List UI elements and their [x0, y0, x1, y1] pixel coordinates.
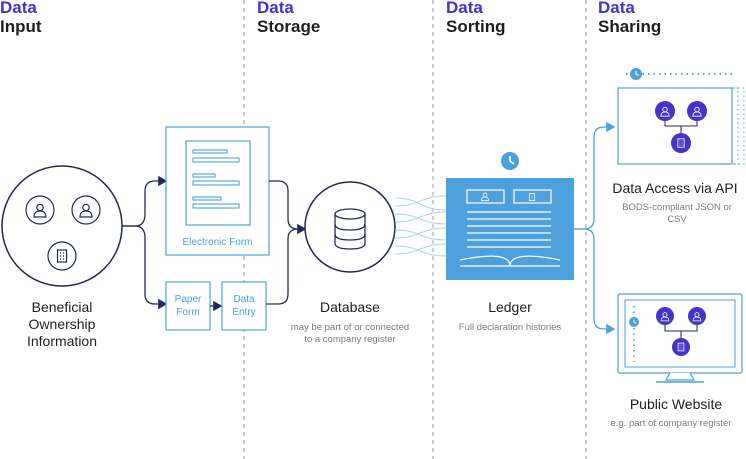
- electronic-form-box: [165, 126, 270, 256]
- electronic-form-label: Electronic Form: [182, 237, 253, 248]
- column-header-line1: Data: [0, 0, 37, 17]
- ledger-title: Ledger: [488, 299, 532, 315]
- person-icon: [687, 101, 707, 121]
- building-icon: [672, 338, 690, 356]
- beneficial-ownership-title: Beneficial Ownership Information: [26, 299, 98, 349]
- database-ledger-connections: [394, 195, 447, 257]
- column-header-line1: Data: [446, 0, 483, 17]
- ledger-note: Full declaration histories: [458, 322, 562, 333]
- website-note: e.g. part of company register: [610, 418, 732, 429]
- person-icon: [655, 101, 675, 121]
- website-panel: [617, 293, 743, 383]
- column-header-input: Data Input: [0, 0, 42, 36]
- ledger-box: [446, 178, 574, 280]
- api-panel: [617, 68, 745, 165]
- data-entry-box: [221, 281, 267, 331]
- column-header-line1: Data: [598, 0, 635, 17]
- clock-icon: [501, 152, 519, 170]
- input-arrows: [122, 175, 168, 310]
- website-title: Public Website: [629, 396, 723, 412]
- monitor-stand: [664, 372, 696, 381]
- column-header-sorting: Data Sorting: [446, 0, 506, 36]
- person-icon: [688, 307, 706, 325]
- database-title: Database: [320, 299, 380, 315]
- api-note: BODS-compliant JSON or CSV: [622, 202, 732, 225]
- database-note: may be part of or connected to a company…: [290, 322, 410, 345]
- column-header-line2: Storage: [257, 17, 321, 36]
- person-icon: [71, 195, 101, 225]
- building-icon: [671, 133, 691, 153]
- building-icon: [47, 241, 77, 271]
- sharing-arrows: [574, 121, 616, 335]
- paper-form-label: Paper Form: [174, 294, 202, 318]
- api-title: Data Access via API: [612, 180, 738, 196]
- person-icon: [656, 307, 674, 325]
- beneficial-ownership-circle: [1, 165, 123, 287]
- column-header-line2: Sorting: [446, 17, 506, 36]
- person-icon: [25, 195, 55, 225]
- column-header-line1: Data: [257, 0, 294, 17]
- storage-arrows: [266, 180, 307, 305]
- column-header-sharing: Data Sharing: [598, 0, 661, 36]
- column-header-storage: Data Storage: [257, 0, 320, 36]
- column-header-line2: Sharing: [598, 17, 662, 36]
- column-header-line2: Input: [0, 17, 42, 36]
- data-entry-label: Data Entry: [232, 294, 256, 318]
- database-circle: [304, 181, 396, 273]
- database-icon: [334, 208, 366, 250]
